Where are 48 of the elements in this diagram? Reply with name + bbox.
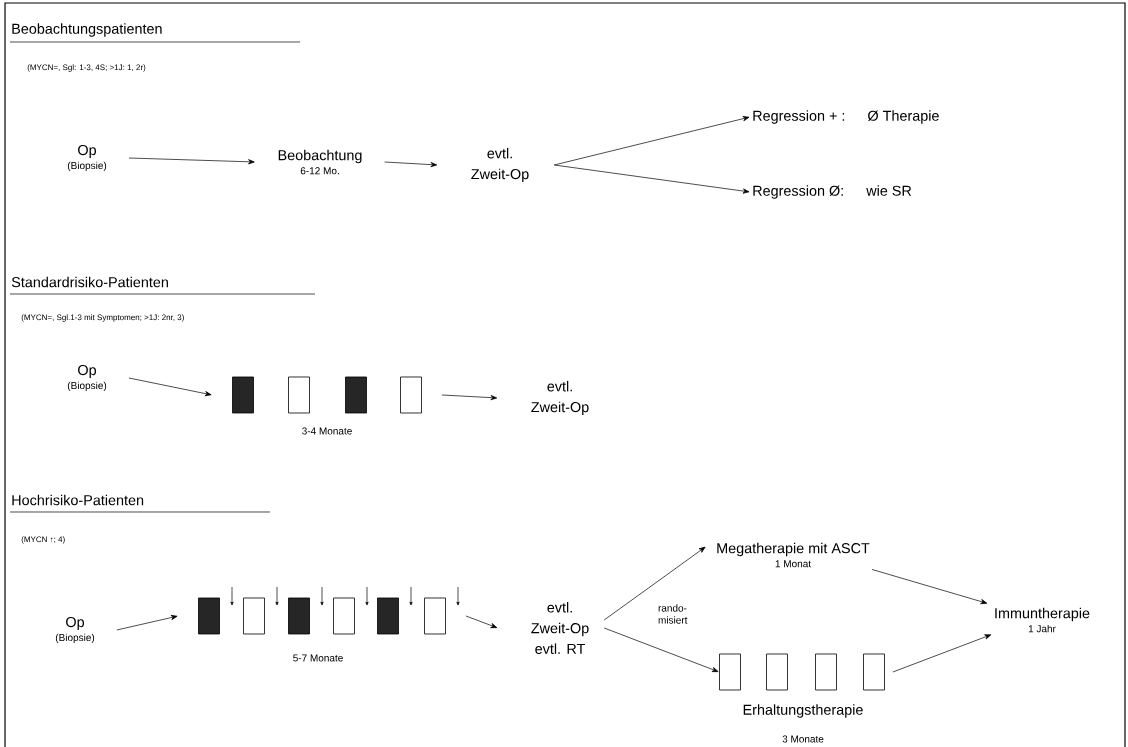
step-text: Immuntherapie 1 Jahr: [995, 607, 1090, 633]
criteria-note: (MYCN ↑; 4): [21, 536, 65, 544]
therapy-block: [766, 653, 788, 691]
step-text: evtl. Zweit-Op: [531, 380, 589, 416]
therapy-block: [345, 376, 367, 414]
therapy-block: [333, 597, 355, 635]
step-text: Erhaltungstherapie: [743, 704, 863, 718]
duration-label: 3-4 Monate: [302, 427, 352, 435]
duration-label: 3 Monate: [782, 735, 824, 743]
step-text: Op (Biopsie): [67, 144, 107, 172]
step-text: Op (Biopsie): [55, 616, 95, 644]
duration-label: 5-7 Monate: [293, 654, 343, 662]
step-text: Beobachtung 6-12 Mo.: [278, 149, 362, 175]
arrow: [892, 634, 992, 673]
step-text: evtl. Zweit-Op evtl. RT: [531, 602, 589, 654]
therapy-block: [424, 597, 446, 635]
section-heading: Standardrisiko-Patienten: [11, 276, 168, 288]
outcome-text: Regression Ø: wie SR: [753, 185, 912, 199]
arrow: [553, 116, 750, 166]
therapy-block: [288, 597, 310, 635]
therapy-block: [198, 597, 220, 635]
arrow: [128, 157, 255, 165]
arrow: [465, 615, 498, 628]
arrow: [384, 161, 438, 168]
therapy-block: [400, 376, 422, 414]
therapy-block: [719, 653, 741, 691]
branch-note: rando- misiert: [658, 604, 688, 624]
arrow: [871, 569, 988, 605]
therapy-block: [377, 597, 399, 635]
step-text: evtl. Zweit-Op: [471, 147, 529, 183]
section-heading: Beobachtungspatienten: [12, 23, 162, 37]
outcome-text: Regression + : Ø Therapie: [753, 110, 939, 124]
therapy-block: [243, 597, 265, 635]
criteria-note: (MYCN=, Sgl: 1-3, 4S; >1J: 1, 2r): [27, 64, 146, 72]
therapy-block: [863, 653, 885, 691]
arrow: [441, 394, 498, 401]
arrow: [603, 546, 706, 621]
arrow: [128, 377, 212, 397]
criteria-note: (MYCN=, Sgl.1-3 mit Symptomen; >1J: 2nr, 3): [21, 314, 184, 322]
therapy-block: [232, 376, 254, 414]
section-heading: Hochrisiko-Patienten: [12, 494, 144, 506]
therapy-block: [815, 653, 837, 691]
arrow: [603, 627, 719, 672]
step-text: Op (Biopsie): [67, 364, 107, 392]
arrow: [553, 164, 750, 194]
arrow: [116, 615, 178, 631]
therapy-block: [288, 376, 310, 414]
step-text: Megatherapie mit ASCT 1 Monat: [717, 542, 870, 568]
